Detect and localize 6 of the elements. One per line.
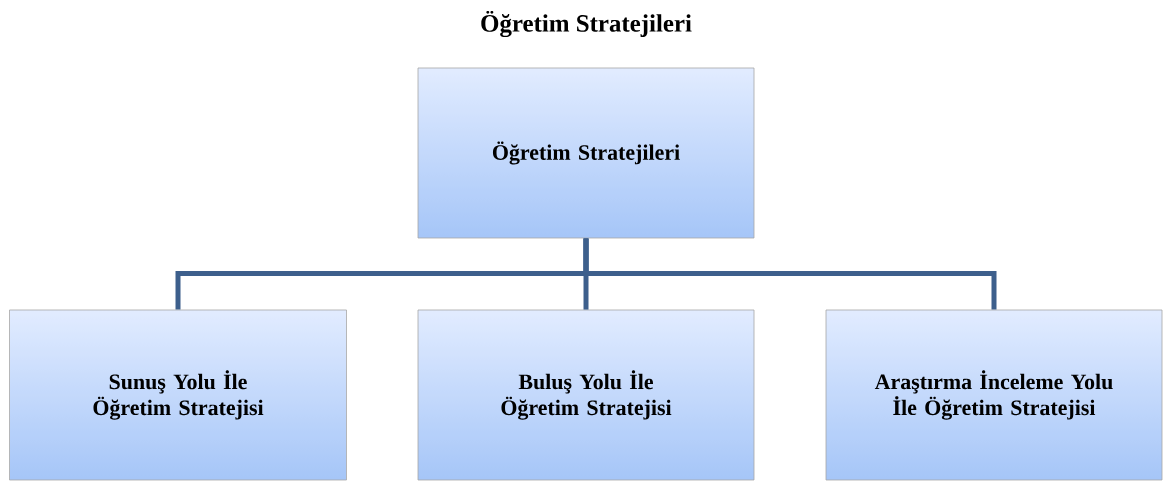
connector [583,238,997,310]
strategy-box: Öğretim Stratejileri [417,67,755,239]
strategy-box: Buluş Yolu İle Öğretim Stratejisi [417,309,755,481]
title: Öğretim Stratejileri [481,10,692,38]
strategy-box: Sunuş Yolu İle Öğretim Stratejisi [9,309,347,481]
strategy-box: Araştırma İnceleme Yolu İle Öğretim Stratejisi [825,309,1163,481]
